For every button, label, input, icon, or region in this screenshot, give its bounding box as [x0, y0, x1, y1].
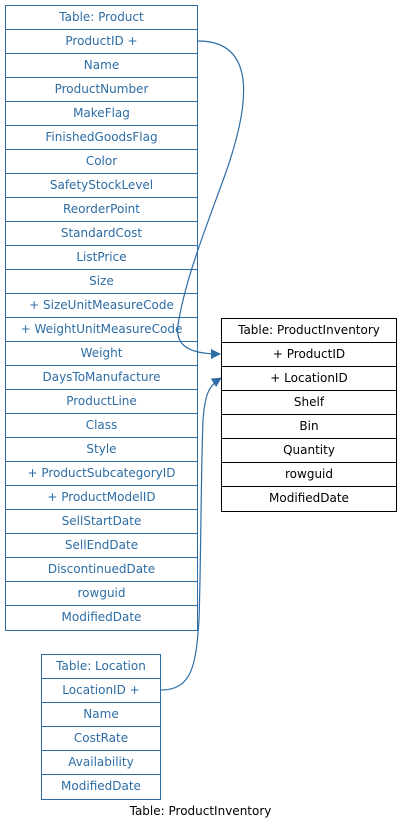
- field-rowguid: rowguid: [222, 463, 396, 487]
- field-modifieddate: ModifiedDate: [61, 610, 142, 624]
- field-sellenddate: SellEndDate: [6, 534, 197, 558]
- field-listprice: ListPrice: [6, 246, 197, 270]
- diagram-caption: Table: ProductInventory: [129, 804, 272, 818]
- table-product-title: Table: Product: [6, 6, 197, 30]
- field-makeflag: MakeFlag: [6, 102, 197, 126]
- field-costrate: CostRate: [42, 727, 160, 751]
- table-productinventory-title: Table: ProductInventory: [222, 319, 396, 343]
- field-productmodelid: + ProductModelID: [6, 486, 197, 510]
- field-productid: + ProductID: [222, 343, 396, 367]
- field-class: Class: [6, 414, 197, 438]
- table-product: Table: Product ProductID + Name ProductN…: [5, 5, 198, 631]
- field-productsubcategoryid: + ProductSubcategoryID: [6, 462, 197, 486]
- field-size: Size: [6, 270, 197, 294]
- field-modifieddate: ModifiedDate: [61, 779, 141, 793]
- field-name: Name: [6, 54, 197, 78]
- table-location-title: Table: Location: [42, 655, 160, 679]
- field-locationid: + LocationID: [222, 367, 396, 391]
- field-modifieddate: ModifiedDate: [269, 491, 349, 505]
- field-productid: ProductID +: [6, 30, 197, 54]
- field-name: Name: [42, 703, 160, 727]
- field-locationid: LocationID +: [42, 679, 160, 703]
- field-finishedgoodsflag: FinishedGoodsFlag: [6, 126, 197, 150]
- field-discontinueddate: DiscontinuedDate: [6, 558, 197, 582]
- field-sizeunitmeasurecode: + SizeUnitMeasureCode: [6, 294, 197, 318]
- field-safetystocklevel: SafetyStockLevel: [6, 174, 197, 198]
- field-weightunitmeasurecode: + WeightUnitMeasureCode: [6, 318, 197, 342]
- field-daystomanufacture: DaysToManufacture: [6, 366, 197, 390]
- field-rowguid: rowguid: [6, 582, 197, 606]
- field-standardcost: StandardCost: [6, 222, 197, 246]
- field-style: Style: [6, 438, 197, 462]
- field-quantity: Quantity: [222, 439, 396, 463]
- field-bin: Bin: [222, 415, 396, 439]
- field-shelf: Shelf: [222, 391, 396, 415]
- table-productinventory: Table: ProductInventory + ProductID + Lo…: [221, 318, 397, 512]
- field-weight: Weight: [6, 342, 197, 366]
- field-reorderpoint: ReorderPoint: [6, 198, 197, 222]
- field-color: Color: [6, 150, 197, 174]
- field-sellstartdate: SellStartDate: [6, 510, 197, 534]
- field-availability: Availability: [42, 751, 160, 775]
- table-location: Table: Location LocationID + Name CostRa…: [41, 654, 161, 800]
- field-productnumber: ProductNumber: [6, 78, 197, 102]
- field-productline: ProductLine: [6, 390, 197, 414]
